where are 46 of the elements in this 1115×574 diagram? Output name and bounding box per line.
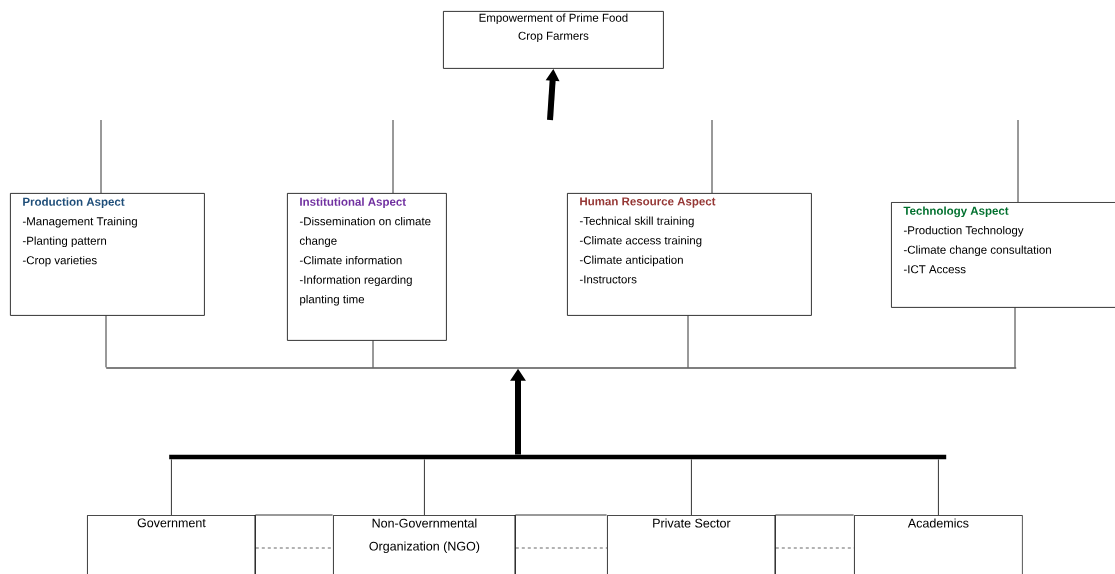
goal-text: Empowerment of Prime Food Crop Farmers bbox=[479, 13, 628, 43]
list-item: -Dissemination on climate change bbox=[299, 216, 431, 248]
actor-cell bbox=[333, 515, 516, 574]
list-item: -Technical skill training bbox=[579, 216, 694, 228]
connector-line bbox=[105, 315, 107, 368]
actor-cell bbox=[87, 515, 256, 574]
connector-line bbox=[687, 315, 689, 368]
actor-cell bbox=[607, 515, 776, 574]
aspect-box bbox=[287, 193, 447, 341]
aspect-heading: Human Resource Aspect bbox=[580, 197, 716, 208]
actor-label: Government bbox=[137, 518, 206, 528]
list-item: -ICT Access bbox=[903, 265, 966, 274]
aspect-box bbox=[891, 202, 1115, 308]
connector-line bbox=[171, 459, 172, 516]
connector-line bbox=[100, 119, 102, 194]
actor-label: Academics bbox=[907, 518, 969, 528]
goal-box bbox=[443, 11, 664, 69]
list-item: -Climate information bbox=[299, 255, 402, 265]
connector-line bbox=[691, 459, 692, 516]
list-item: -Climate change consultation bbox=[903, 245, 1051, 257]
list-item: -Management Training bbox=[22, 216, 137, 228]
actor-cell bbox=[854, 515, 1023, 574]
list-item: -Climate anticipation bbox=[579, 255, 683, 267]
list-item: -Instructors bbox=[579, 275, 637, 284]
list-item: -Planting pattern bbox=[22, 236, 106, 248]
connector-line bbox=[1014, 307, 1016, 368]
connector-line bbox=[392, 119, 394, 194]
aspect-box bbox=[10, 193, 205, 316]
list-item: -Information regarding planting time bbox=[299, 275, 412, 306]
aspect-heading: Technology Aspect bbox=[903, 206, 1009, 218]
bus-bar bbox=[169, 454, 947, 460]
aspect-heading: Production Aspect bbox=[23, 197, 125, 209]
list-item: -Crop varieties bbox=[22, 255, 97, 267]
connector-line bbox=[711, 119, 713, 194]
aspect-heading: Institutional Aspect bbox=[300, 197, 406, 209]
connector-line bbox=[1017, 119, 1019, 203]
dashed-line bbox=[255, 547, 334, 549]
actor-label: Non-Governmental Organization (NGO) bbox=[369, 518, 480, 554]
aspect-box bbox=[567, 193, 812, 316]
connector-line bbox=[938, 459, 939, 516]
dashed-line bbox=[515, 547, 608, 549]
connector-line bbox=[424, 459, 425, 516]
list-item: -Climate access training bbox=[579, 236, 702, 247]
list-item: -Production Technology bbox=[903, 225, 1024, 237]
actor-label: Private Sector bbox=[653, 518, 731, 528]
connector-line bbox=[372, 340, 374, 368]
